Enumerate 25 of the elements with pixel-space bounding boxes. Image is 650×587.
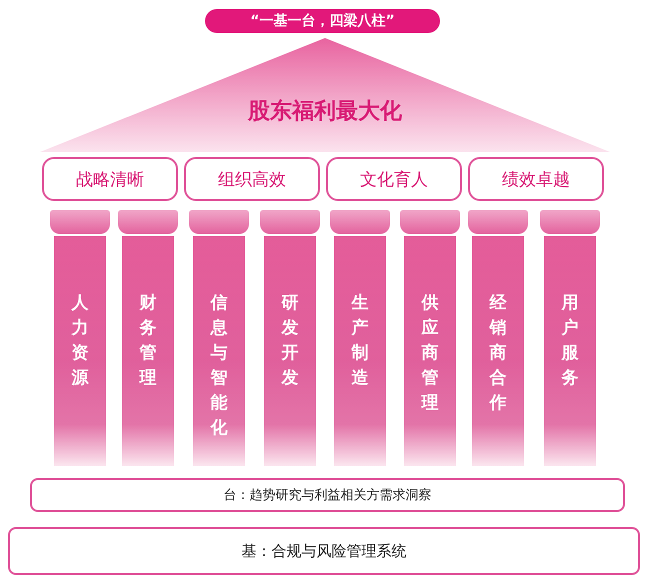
pillar-label: 信息与智能化: [210, 292, 228, 440]
pillar-label: 研发开发: [281, 292, 299, 390]
pillar-label: 人力资源: [71, 292, 89, 390]
pillar: [544, 236, 596, 466]
pillar-label: 用户服务: [561, 292, 579, 390]
foundation: 基：合规与风险管理系统: [8, 527, 640, 575]
platform: 台：趋势研究与利益相关方需求洞察: [30, 478, 625, 512]
pillar-label: 生产制造: [351, 292, 369, 390]
roof: [40, 38, 610, 152]
pillar: [193, 236, 245, 466]
pillar-label: 经销商合作: [489, 292, 507, 415]
beam: 战略清晰: [42, 157, 178, 201]
pillar: [404, 236, 456, 466]
beam: 绩效卓越: [468, 157, 604, 201]
pillar: [334, 236, 386, 466]
pillar: [472, 236, 524, 466]
pillar: [122, 236, 174, 466]
pillar: [54, 236, 106, 466]
beam: 组织高效: [184, 157, 320, 201]
pillar-label: 供应商管理: [421, 292, 439, 415]
pillar-label: 财务管理: [139, 292, 157, 390]
pillar: [264, 236, 316, 466]
roof-label: 股东福利最大化: [248, 99, 402, 124]
beam: 文化育人: [326, 157, 462, 201]
title-banner: “一基一台，四梁八柱”: [205, 9, 440, 33]
